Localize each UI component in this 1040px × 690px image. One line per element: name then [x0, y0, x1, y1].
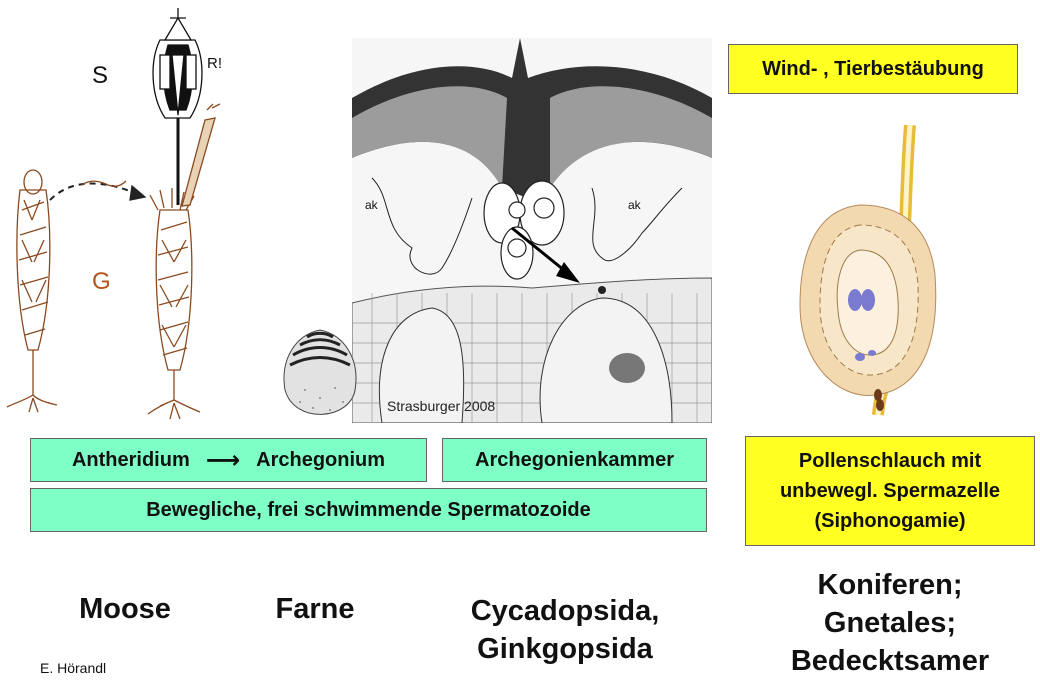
- label-g: G: [92, 268, 111, 295]
- pollen-line-2: unbewegl. Spermazelle: [779, 480, 1001, 502]
- spermatozoide-box: Bewegliche, frei schwimmende Spermatozoi…: [30, 488, 707, 532]
- group-koniferen: Koniferen; Gnetales; Bedecktsamer: [755, 566, 1025, 680]
- pollen-line-1: Pollenschlauch mit: [798, 450, 982, 472]
- ovule-pollen-tube-illustration: [799, 125, 937, 416]
- antheridium-archegonium-box: Antheridium ⟶ Archegonium: [30, 438, 427, 482]
- fern-sporangium-illustration: [283, 329, 357, 415]
- pollen-line-3: (Siphonogamie): [814, 510, 966, 532]
- label-s: S: [92, 62, 109, 89]
- label-r: R!: [207, 55, 222, 72]
- antheridium-label: Antheridium: [71, 448, 190, 471]
- archegonienkammer-box: Archegonienkammer: [442, 438, 707, 482]
- label-ak-left: ak: [365, 198, 378, 212]
- cycad-line-1: Cycadopsida,: [470, 595, 660, 627]
- archegonium-section-illustration: [352, 38, 712, 423]
- archegonium-label: Archegonium: [256, 448, 386, 471]
- conif-line-1: Koniferen;: [817, 569, 963, 601]
- label-ak-right: ak: [628, 198, 641, 212]
- arrow-right-icon: ⟶: [205, 446, 241, 474]
- source-credit: Strasburger 2008: [387, 398, 496, 414]
- conif-line-2: Gnetales;: [823, 607, 957, 639]
- group-moose: Moose: [79, 593, 171, 625]
- pollination-box: Wind- , Tierbestäubung: [728, 44, 1018, 94]
- moss-life-cycle-illustration: [6, 8, 221, 420]
- group-cycadopsida: Cycadopsida, Ginkgopsida: [440, 592, 690, 668]
- author-credit: E. Hörandl: [40, 660, 107, 676]
- conif-line-3: Bedecktsamer: [790, 645, 990, 677]
- pollen-tube-box: Pollenschlauch mit unbewegl. Spermazelle…: [745, 436, 1035, 546]
- group-farne: Farne: [275, 593, 355, 625]
- cycad-line-2: Ginkgopsida: [477, 633, 653, 665]
